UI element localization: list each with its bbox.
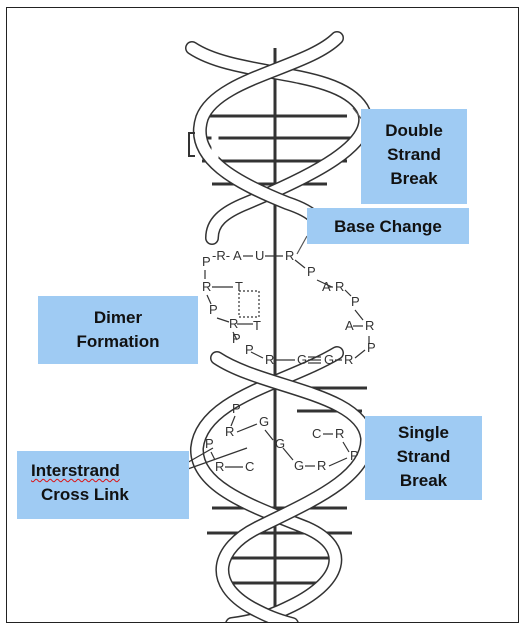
callout-line: Strand (387, 145, 441, 164)
svg-text:R: R (344, 352, 353, 367)
open-loop-nucleotides: P -R- A U R P R T A R P P R T A R P P R … (202, 248, 376, 367)
svg-text:R: R (365, 318, 374, 333)
svg-text:T: T (253, 318, 261, 333)
callout-base-change: Base Change (307, 208, 469, 244)
svg-text:-R-: -R- (212, 248, 230, 263)
svg-text:R: R (317, 458, 326, 473)
callout-line: Base Change (334, 217, 442, 236)
svg-text:R: R (215, 459, 224, 474)
svg-text:P: P (350, 448, 359, 463)
lower-bonds (184, 415, 350, 471)
callout-dimer-formation: Dimer Formation (38, 296, 198, 364)
svg-text:P: P (351, 294, 360, 309)
callout-line: Single (397, 423, 449, 442)
svg-text:A: A (345, 318, 354, 333)
break-bracket (188, 132, 195, 157)
svg-text:R: R (335, 279, 344, 294)
svg-text:R: R (265, 352, 274, 367)
svg-text:R: R (335, 426, 344, 441)
figure-frame: P -R- A U R P R T A R P P R T A R P P R … (6, 7, 519, 623)
callout-line: Break (399, 471, 448, 490)
callout-line: Formation (76, 332, 160, 351)
svg-text:P: P (232, 401, 241, 416)
svg-text:G: G (294, 458, 304, 473)
svg-text:R: R (229, 316, 238, 331)
callout-interstrand-cross-link: Interstrand Cross Link (17, 451, 189, 519)
svg-text:P: P (209, 302, 218, 317)
svg-text:P: P (205, 436, 214, 451)
callout-double-strand-break: Double Strand Break (361, 109, 467, 204)
svg-text:G: G (324, 352, 334, 367)
open-loop-bonds (204, 255, 370, 364)
callout-line: Dimer (93, 308, 143, 327)
svg-text:U: U (255, 248, 264, 263)
svg-text:G: G (275, 436, 285, 451)
svg-text:R: R (225, 424, 234, 439)
svg-text:G: G (297, 352, 307, 367)
callout-line: Cross Link (41, 485, 129, 504)
svg-text:P: P (202, 254, 211, 269)
callout-single-strand-break: Single Strand Break (365, 416, 482, 500)
callout-line: Double (385, 121, 443, 140)
svg-text:R: R (285, 248, 294, 263)
callout-line: Interstrand (31, 461, 120, 480)
svg-text:P: P (307, 264, 316, 279)
svg-text:C: C (312, 426, 321, 441)
svg-text:T: T (235, 279, 243, 294)
svg-text:A: A (322, 279, 331, 294)
lower-nucleotides: P R G P R C G R G C R P (205, 401, 359, 474)
svg-text:A: A (233, 248, 242, 263)
callout-line: Break (390, 169, 438, 188)
dna-helix-illustration: P -R- A U R P R T A R P P R T A R P P R … (184, 31, 376, 622)
svg-text:P: P (367, 340, 376, 355)
svg-text:C: C (245, 459, 254, 474)
svg-text:G: G (259, 414, 269, 429)
svg-text:R: R (202, 279, 211, 294)
svg-text:P: P (245, 342, 254, 357)
callout-line: Strand (396, 447, 451, 466)
